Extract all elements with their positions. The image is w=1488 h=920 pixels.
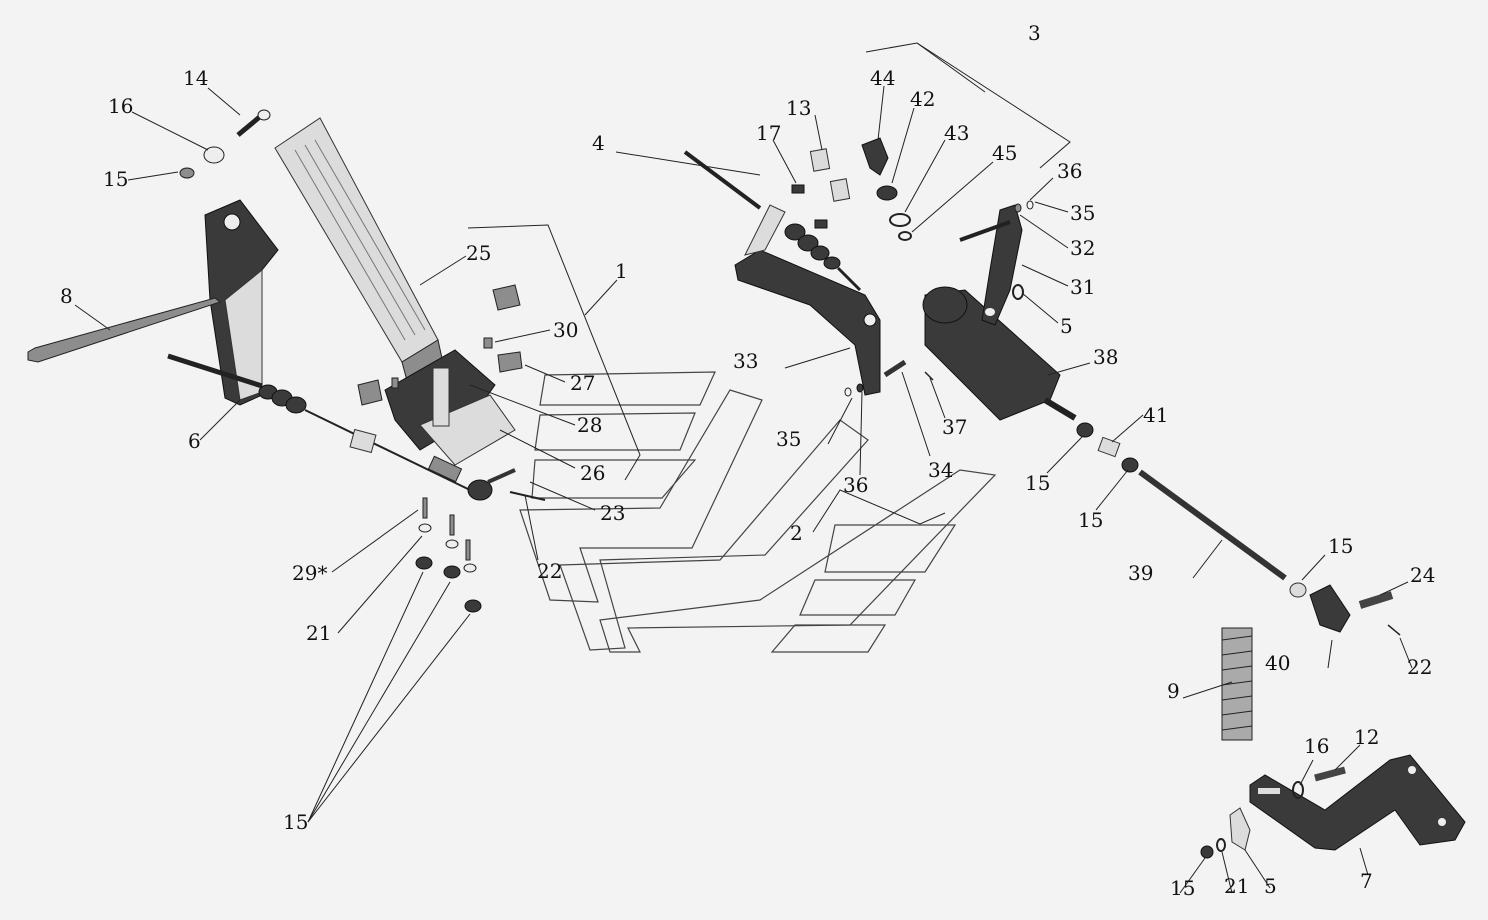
callout-13: 13 [786, 96, 811, 120]
callout-34: 34 [928, 458, 953, 482]
callout-16: 16 [108, 94, 133, 118]
lever-31 [959, 200, 1034, 326]
rod-8 [27, 297, 222, 363]
pedal-small-parts [357, 284, 546, 501]
callout-9: 9 [1167, 679, 1180, 703]
callout-25: 25 [466, 241, 491, 265]
leader-lines [74, 42, 1413, 894]
callout-15-nut-b: 15 [1078, 508, 1103, 532]
pedal-pad-25 [274, 117, 446, 393]
callout-31: 31 [1070, 275, 1095, 299]
callout-7: 7 [1360, 869, 1373, 893]
callout-36-lower: 36 [843, 473, 868, 497]
cable-4 [683, 150, 862, 292]
callout-33: 33 [733, 349, 758, 373]
callout-1: 1 [615, 259, 628, 283]
callout-21-bottom: 21 [1224, 874, 1249, 898]
callout-45: 45 [992, 141, 1017, 165]
callout-32: 32 [1070, 236, 1095, 260]
cable-6 [167, 353, 471, 491]
callout-37: 37 [942, 415, 967, 439]
callout-41: 41 [1143, 403, 1168, 427]
fittings-13-17-44-42-43-45 [791, 137, 912, 241]
callout-22-right: 22 [1407, 655, 1432, 679]
callout-15: 15 [103, 167, 128, 191]
callout-35-lower: 35 [776, 427, 801, 451]
callout-21: 21 [306, 621, 331, 645]
callout-15-bottom: 15 [1170, 876, 1195, 900]
nuts-15-41 [1076, 422, 1139, 473]
bracket-33 [734, 204, 881, 396]
callout-8: 8 [60, 284, 73, 308]
callout-40: 40 [1265, 651, 1290, 675]
callout-16-right: 16 [1304, 734, 1329, 758]
small-top-parts-14-16-15 [179, 109, 271, 179]
callout-36: 36 [1057, 159, 1082, 183]
callout-35: 35 [1070, 201, 1095, 225]
cylinder-38 [922, 286, 1077, 421]
callout-26: 26 [580, 461, 605, 485]
callout-4: 4 [592, 131, 605, 155]
rod-39 [1138, 469, 1287, 581]
callout-15-lower: 15 [283, 810, 308, 834]
callout-43: 43 [944, 121, 969, 145]
pin-and-washers-34-35-36 [844, 359, 934, 397]
callout-29: 29* [292, 561, 327, 585]
callout-2: 2 [790, 521, 803, 545]
callout-42: 42 [910, 87, 935, 111]
callout-5-bottom: 5 [1264, 874, 1277, 898]
pedal-base-26 [384, 349, 516, 466]
callout-3: 3 [1028, 21, 1041, 45]
callout-28: 28 [577, 413, 602, 437]
callout-23: 23 [600, 501, 625, 525]
callout-44: 44 [870, 66, 895, 90]
callout-12: 12 [1354, 725, 1379, 749]
background-chevron-outline [519, 371, 997, 653]
callout-30: 30 [553, 318, 578, 342]
callout-38: 38 [1093, 345, 1118, 369]
callout-17: 17 [756, 121, 781, 145]
callout-27: 27 [570, 371, 595, 395]
clevis-and-pin [1289, 582, 1401, 636]
callout-15-clevis: 15 [1328, 534, 1353, 558]
callout-labels: 14 16 15 8 6 25 1 30 27 28 26 23 22 29* … [60, 21, 1435, 900]
callout-14: 14 [183, 66, 208, 90]
plate-5-nut-washer [1200, 807, 1251, 859]
callout-6: 6 [188, 429, 201, 453]
bolt-12-washer-16 [1292, 766, 1346, 799]
callout-24: 24 [1410, 563, 1435, 587]
callout-22: 22 [537, 559, 562, 583]
callout-15-nut-a: 15 [1025, 471, 1050, 495]
bracket-7 [1249, 754, 1466, 851]
bolts-and-nuts-left [415, 497, 482, 613]
callout-39: 39 [1128, 561, 1153, 585]
callout-5: 5 [1060, 314, 1073, 338]
